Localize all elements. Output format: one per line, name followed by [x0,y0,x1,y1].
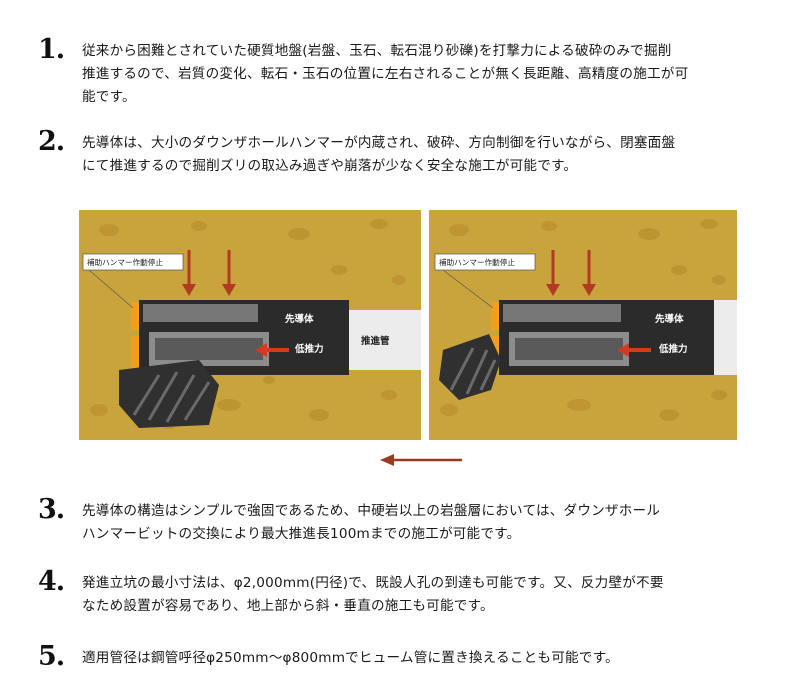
item-line: 従来から困難とされていた硬質地盤(岩盤、玉石、転石混り砂礫)を打撃力による破砕の… [82,43,672,59]
item-line: なため設置が容易であり、地上部から斜・垂直の施工も可能です。 [82,598,494,614]
upper-bit [491,302,499,330]
item-line: にて推進するので掘削ズリの取込み過ぎや崩落が少なく安全な施工が可能です。 [82,158,578,174]
lead-body-label: 先導体 [285,313,314,325]
upper-bit [131,302,139,330]
item-line: 推進するので、岩質の変化、転石・玉石の位置に左右されることが無く長距離、高精度の… [82,66,689,82]
item-line: ハンマービットの交換により最大推進長100mまでの施工が可能です。 [82,526,521,542]
callout-box [82,253,184,271]
pipe-body [714,300,737,375]
callout-label: 補助ハンマー作動停止 [87,257,163,267]
impact-arrows [546,250,596,296]
feature-item-3: 3. 先導体の構造はシンプルで強固であるため、中硬岩以上の岩盤層においては、ダウ… [38,494,758,546]
item-number: 2. [38,126,65,157]
item-text: 発進立坑の最小寸法は、φ2,000mm(円径)で、既設人孔の到達も可能です。又、… [82,572,758,618]
callout-box [434,253,536,271]
low-thrust-label: 低推力 [658,343,688,355]
rock-hatching [132,371,211,423]
feature-item-5: 5. 適用管径は鋼管呼径φ250mm〜φ800mmでヒューム管に置き換えることも… [38,641,758,672]
upper-hammer [503,304,621,322]
upper-hammer [143,304,258,322]
callout-label: 補助ハンマー作動停止 [439,257,515,267]
diagram-panel-left: 補助ハンマー作動停止 先導体 低推力 推進管 [79,210,421,440]
item-text: 先導体の構造はシンプルで強固であるため、中硬岩以上の岩盤層においては、ダウンザホ… [82,500,758,546]
low-thrust-label: 低推力 [294,343,324,355]
item-line: 発進立坑の最小寸法は、φ2,000mm(円径)で、既設人孔の到達も可能です。又、… [82,575,664,591]
lead-body-label: 先導体 [655,313,684,325]
item-number: 4. [38,566,65,597]
thrust-arrow [255,343,289,357]
diagram-panel-right: 補助ハンマー作動停止 先導体 低推力 [429,210,737,440]
construction-diagram-left: 補助ハンマー作動停止 先導体 低推力 推進管 [79,210,421,440]
feature-item-2: 2. 先導体は、大小のダウンザホールハンマーが内蔵され、破砕、方向制御を行いなが… [38,126,758,178]
direction-arrow [380,454,462,466]
item-line: 能です。 [82,89,136,105]
callout-line [442,269,494,309]
item-number: 1. [38,34,65,65]
lower-bit [131,336,139,370]
soil-pebbles [90,219,406,429]
item-text: 適用管径は鋼管呼径φ250mm〜φ800mmでヒューム管に置き換えることも可能で… [82,647,758,670]
feature-item-4: 4. 発進立坑の最小寸法は、φ2,000mm(円径)で、既設人孔の到達も可能です… [38,566,758,618]
rock-hatching [449,347,497,395]
item-line: 適用管径は鋼管呼径φ250mm〜φ800mmでヒューム管に置き換えることも可能で… [82,650,619,666]
hammer-core [155,338,263,360]
hammer-core [515,338,623,360]
feature-item-1: 1. 従来から困難とされていた硬質地盤(岩盤、玉石、転石混り砂礫)を打撃力による… [38,34,758,109]
pipe-body [349,310,421,370]
item-text: 従来から困難とされていた硬質地盤(岩盤、玉石、転石混り砂礫)を打撃力による破砕の… [82,40,758,109]
impact-arrows [182,250,236,296]
item-line: 先導体の構造はシンプルで強固であるため、中硬岩以上の岩盤層においては、ダウンザホ… [82,503,661,519]
thrust-arrow [617,343,651,357]
item-line: 先導体は、大小のダウンザホールハンマーが内蔵され、破砕、方向制御を行いながら、閉… [82,135,676,151]
construction-diagram-right: 補助ハンマー作動停止 先導体 低推力 [429,210,737,440]
soil-pebbles [440,219,727,421]
item-number: 5. [38,641,65,672]
pipe-label: 推進管 [361,335,390,347]
callout-line [88,269,134,309]
item-number: 3. [38,494,65,525]
item-text: 先導体は、大小のダウンザホールハンマーが内蔵され、破砕、方向制御を行いながら、閉… [82,132,758,178]
